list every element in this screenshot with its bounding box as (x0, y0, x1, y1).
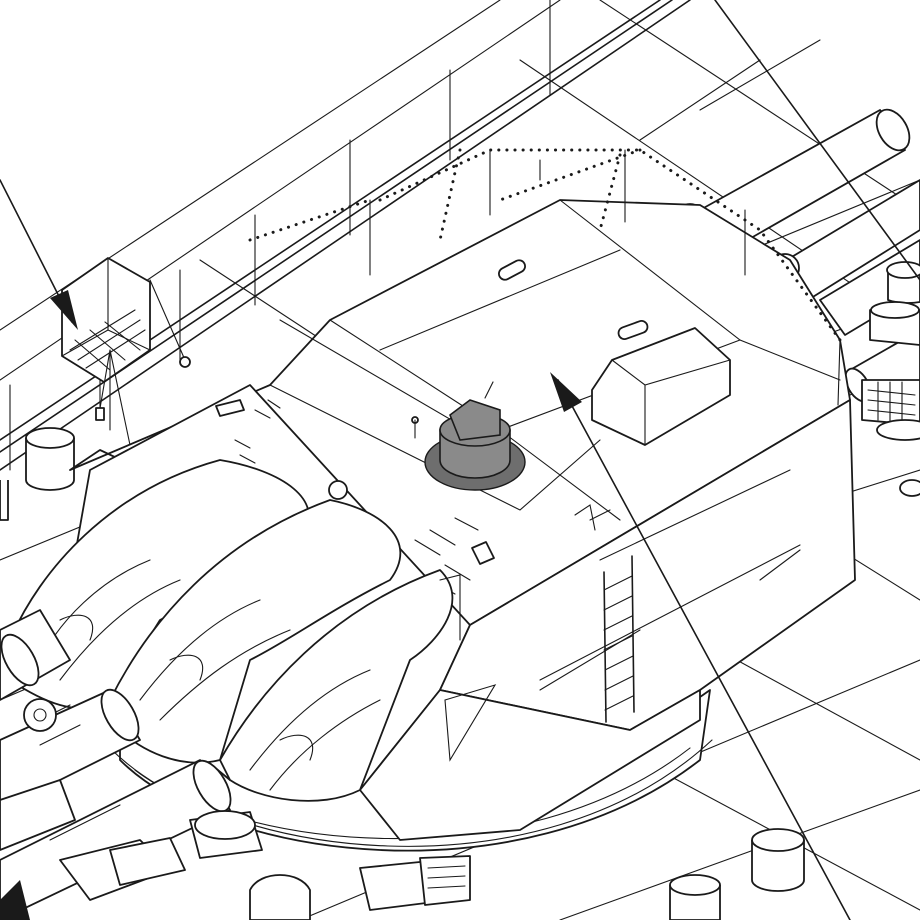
commander-cupola (411, 381, 526, 491)
pointer-turret-roof (550, 372, 851, 920)
rangefinder-housing (591, 327, 731, 446)
turret-ladder (603, 555, 635, 723)
deck-grating-box (61, 257, 151, 383)
right-deck-fittings (861, 261, 920, 497)
gun-blast-bags (9, 459, 454, 802)
pointer-top-right (714, 0, 920, 281)
main-gun-barrels (0, 609, 232, 920)
pointer-bottom-left (0, 880, 30, 920)
deck-tripod (95, 349, 131, 446)
base-fittings (0, 698, 471, 920)
deck-bollards (0, 427, 805, 920)
roof-fixtures (215, 399, 495, 595)
turret-side-fittings (439, 504, 801, 762)
pointer-left-railing (0, 179, 78, 330)
